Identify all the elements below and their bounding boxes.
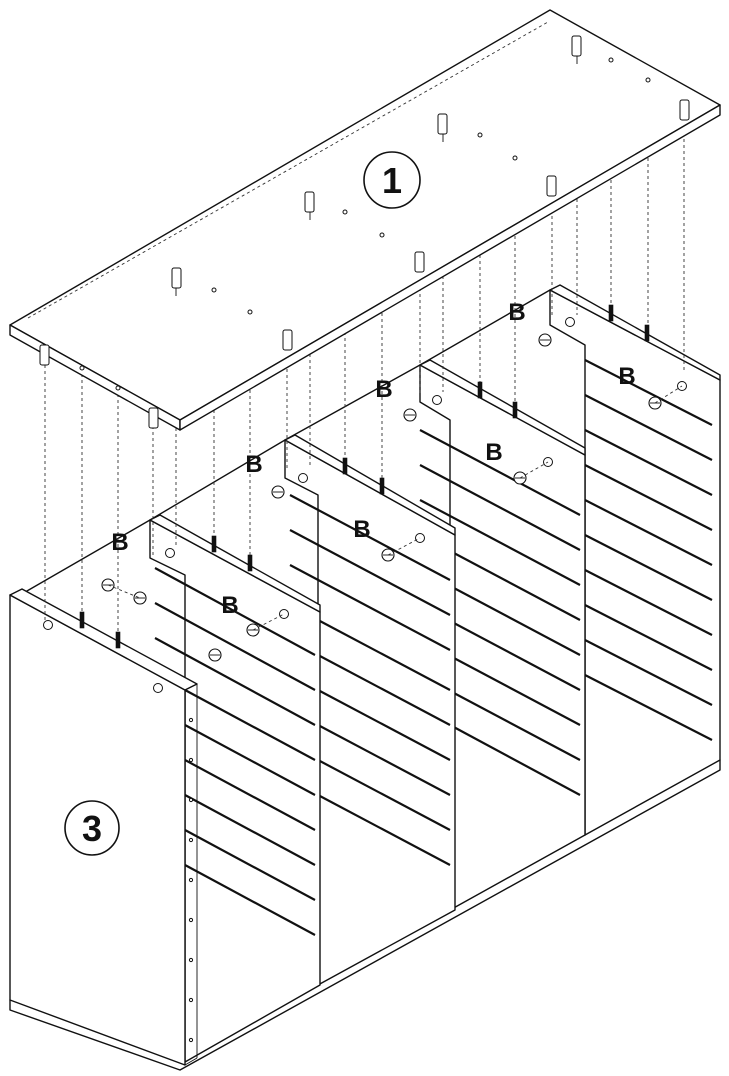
- part-1-badge: 1: [363, 151, 421, 209]
- dowel: [171, 267, 182, 296]
- label-b: B: [508, 299, 525, 326]
- dowel: [679, 99, 690, 121]
- part-number-3: 3: [82, 808, 102, 849]
- top-panel-holes: [79, 57, 651, 391]
- dowel: [546, 175, 557, 197]
- right-side-panel: [549, 284, 721, 836]
- part-number-1: 1: [382, 160, 402, 201]
- cam-lock: [271, 485, 285, 499]
- edge-holes-left-panel: [188, 717, 194, 1043]
- dowel: [39, 344, 50, 366]
- part-3-badge: 3: [64, 800, 120, 856]
- dowel: [304, 191, 315, 220]
- label-b: B: [618, 363, 635, 390]
- shelf-slots-2: [289, 494, 451, 866]
- left-side-panel: 3: [9, 588, 198, 1066]
- cam-lock: [133, 591, 147, 605]
- cam-locks: [101, 333, 683, 662]
- label-b: B: [245, 451, 262, 478]
- shelf-slots-1: [154, 567, 316, 936]
- dowel: [282, 329, 293, 351]
- label-b: B: [353, 516, 370, 543]
- cam-lock: [403, 408, 417, 422]
- label-b: B: [221, 592, 238, 619]
- label-b: B: [111, 529, 128, 556]
- divider-panel-3: [419, 359, 586, 911]
- top-panel: 1: [9, 9, 721, 431]
- label-b: B: [375, 376, 392, 403]
- dowel: [148, 407, 159, 429]
- top-panel-edge-holes: [27, 21, 549, 319]
- cam-lock: [538, 333, 552, 347]
- shelf-slots-right: [584, 359, 713, 741]
- dowels: [39, 35, 690, 429]
- dowel: [437, 113, 448, 142]
- fastener-labels: B B B B B B B B: [111, 299, 635, 619]
- dowel: [414, 251, 425, 273]
- label-b: B: [485, 439, 502, 466]
- dowel: [571, 35, 582, 64]
- cam-lock: [208, 648, 222, 662]
